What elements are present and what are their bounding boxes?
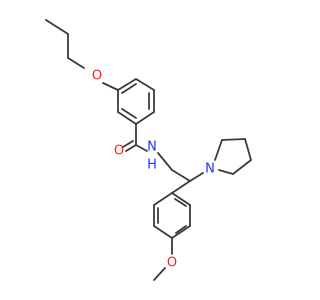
bond-propyl-ch2-o (67, 57, 85, 69)
bond-ch-aryl (171, 180, 191, 194)
ethyl-backbone (157, 152, 204, 194)
ring2-double-2 (175, 225, 187, 234)
pyrrolidine-bond-1 (214, 139, 223, 161)
ring1-bond-6 (117, 78, 137, 91)
ring1-bond-2 (117, 111, 137, 125)
propoxy-oxygen-label: O (92, 69, 102, 84)
bond-carbonyl-o-1 (125, 144, 137, 152)
ring1-double-1 (121, 108, 137, 119)
pyrrolidine-bond-4 (232, 159, 252, 175)
pyrrolidine-bond-5 (218, 169, 234, 175)
bond-ch2-ch (171, 169, 191, 182)
pyrrolidine-ring: N (205, 138, 252, 177)
bond-o-aryl (102, 82, 119, 91)
bond-n-ch2 (157, 152, 173, 171)
ring2-bond-4 (171, 225, 191, 239)
ring1-bond-3 (135, 111, 155, 125)
ring2-bond-6 (171, 192, 191, 206)
ring2-bond-3 (153, 225, 173, 239)
structure-canvas: O O N H (45, 19, 252, 281)
methoxy-group: O (153, 256, 177, 281)
amide-group: O N H (114, 123, 157, 173)
bond-propyl-ch3-ch2 (45, 19, 69, 35)
methoxyphenyl-ring (153, 192, 191, 255)
propoxy-oxygen: O (92, 69, 119, 91)
amide-nitrogen-label: N (147, 140, 157, 155)
propyl-chain (45, 19, 85, 69)
methoxy-oxygen-label: O (167, 256, 177, 271)
ring2-double-3 (174, 198, 187, 207)
ring1-double-3 (121, 83, 137, 94)
ring2-bond-1 (153, 192, 173, 206)
pyrrolidine-nitrogen-label: N (205, 162, 215, 177)
ring1-bond-5 (135, 78, 155, 91)
benzamide-ring (117, 78, 155, 125)
pyrrolidine-bond-3 (244, 138, 252, 161)
bond-o-methyl (153, 267, 166, 281)
molecule-diagram: O O N H (45, 19, 252, 281)
bond-carbonyl-n (135, 144, 148, 152)
carbonyl-oxygen-label: O (114, 144, 124, 159)
amide-hydrogen-label: H (147, 158, 157, 173)
pyrrolidine-bond-2 (221, 138, 246, 141)
bond-ch-pyrrolidine-n (189, 172, 204, 182)
bond-carbonyl-o-2 (122, 140, 134, 148)
